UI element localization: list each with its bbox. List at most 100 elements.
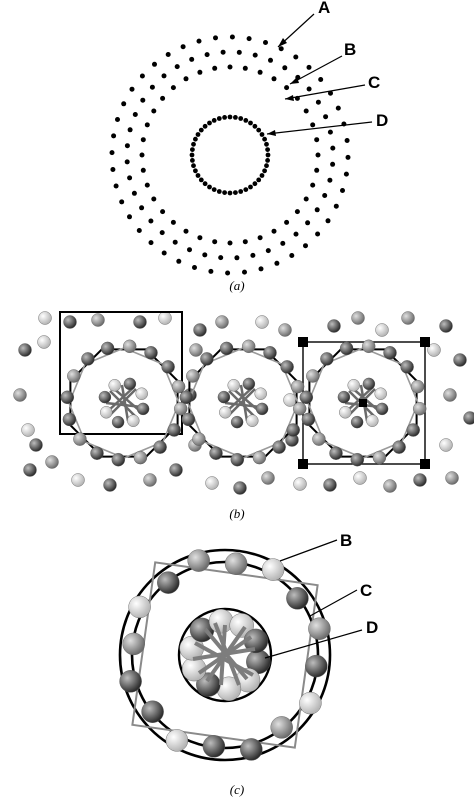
dot-d	[264, 163, 269, 169]
dot-a	[318, 77, 324, 82]
shell-sphere	[119, 670, 142, 693]
dot-d	[265, 147, 270, 153]
dot-b	[202, 252, 208, 258]
dot-a	[343, 171, 349, 177]
dot-a	[333, 203, 339, 209]
cage-sphere	[263, 346, 277, 360]
dot-d	[198, 177, 204, 183]
core-sphere	[127, 414, 140, 427]
dot-a	[335, 105, 341, 111]
shell-spheres	[119, 549, 331, 761]
dot-a	[121, 101, 127, 107]
dot-c	[170, 85, 176, 91]
dot-b	[250, 252, 256, 258]
caption-a: (a)	[229, 278, 244, 293]
dot-c	[310, 182, 316, 188]
cage-sphere	[81, 352, 95, 366]
cage-sphere	[413, 402, 427, 416]
dot-d	[202, 181, 208, 187]
cage-sphere	[179, 390, 194, 404]
ring-c-dots	[139, 64, 321, 246]
core-bond	[205, 625, 247, 683]
cage-sphere	[144, 346, 158, 360]
cage-sphere	[133, 450, 148, 465]
core-sphere	[347, 379, 360, 392]
cage-sphere	[67, 369, 81, 383]
dot-a	[161, 250, 167, 256]
cage-sphere	[186, 369, 200, 383]
dot-b	[159, 230, 165, 236]
dot-d	[243, 187, 249, 193]
dot-b	[330, 145, 336, 151]
shell-sphere	[270, 716, 293, 739]
dot-d	[216, 189, 222, 194]
dot-b	[189, 56, 195, 62]
dot-c	[151, 196, 157, 202]
dot-a	[136, 228, 142, 233]
cage-sphere	[60, 390, 75, 404]
dot-d	[216, 116, 222, 121]
cage-sphere	[219, 341, 234, 356]
dot-a	[110, 167, 116, 172]
shell-sphere	[128, 595, 151, 619]
dot-b	[327, 177, 333, 183]
dot-d	[190, 147, 195, 153]
bg-sphere	[453, 353, 467, 367]
bg-sphere	[351, 311, 365, 325]
bg-sphere	[29, 438, 43, 452]
core-bond	[219, 624, 227, 686]
bg-sphere	[103, 478, 117, 492]
core-bond	[107, 386, 135, 412]
core-sphere	[227, 379, 240, 392]
cage-clusters	[60, 339, 427, 467]
pointer-c-b-line	[279, 539, 338, 562]
bg-sphere	[205, 476, 219, 490]
dot-b	[140, 97, 146, 103]
dot-a	[208, 268, 214, 274]
shell-sphere	[202, 735, 226, 758]
dot-a	[148, 240, 154, 246]
ring-a-dots	[109, 34, 351, 276]
cage-sphere	[200, 352, 214, 366]
cage-sphere	[339, 341, 354, 356]
shell-sphere	[240, 738, 263, 761]
core-sphere	[366, 414, 379, 427]
cage-sphere	[280, 360, 294, 374]
dot-b	[149, 84, 155, 90]
dot-c	[242, 65, 248, 71]
dot-b	[280, 240, 286, 246]
core-sphere	[375, 402, 389, 416]
dot-a	[111, 133, 117, 139]
dot-b	[323, 114, 329, 120]
dot-b	[172, 239, 178, 245]
bg-sphere	[293, 477, 307, 491]
dot-a	[274, 260, 280, 266]
cage-sphere	[410, 379, 425, 394]
dot-c	[140, 137, 146, 143]
corner-marker	[298, 337, 308, 347]
label-a: A	[318, 0, 330, 17]
core-sphere	[108, 379, 121, 392]
dot-b	[322, 193, 328, 198]
pointer-d-line	[266, 121, 373, 135]
shell-sphere	[305, 654, 328, 678]
bg-sphere	[353, 471, 367, 485]
dot-a	[242, 269, 247, 275]
label-c: C	[368, 73, 380, 92]
bg-sphere	[91, 313, 105, 327]
dot-c	[271, 76, 277, 82]
dot-a	[213, 35, 218, 41]
dot-b	[305, 220, 311, 226]
dot-d	[193, 168, 198, 174]
dot-d	[248, 184, 253, 190]
dot-c	[227, 240, 233, 246]
core-sphere	[339, 406, 352, 419]
dot-d	[252, 181, 258, 187]
core-sphere	[254, 387, 267, 400]
dot-d	[265, 152, 271, 158]
cage-sphere	[329, 446, 343, 460]
cage-sphere	[181, 412, 196, 427]
bg-sphere	[71, 473, 85, 487]
dot-c	[140, 167, 146, 173]
dot-d	[262, 136, 267, 142]
